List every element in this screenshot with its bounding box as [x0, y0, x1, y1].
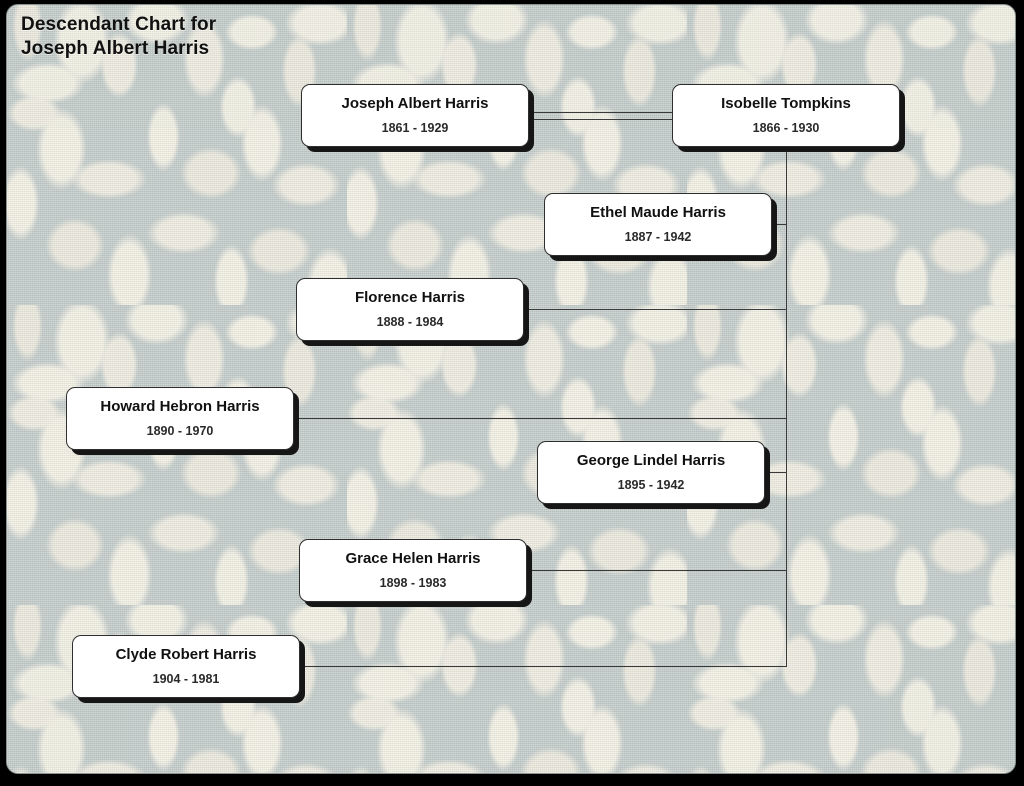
person-box-clyde-robert-harris[interactable]: Clyde Robert Harris 1904 - 1981	[72, 635, 300, 698]
chart-frame: Descendant Chart for Joseph Albert Harri…	[6, 4, 1016, 774]
chart-title: Descendant Chart for Joseph Albert Harri…	[21, 14, 217, 60]
person-box-george-lindel-harris[interactable]: George Lindel Harris 1895 - 1942	[537, 441, 765, 504]
person-name: George Lindel Harris	[576, 451, 726, 469]
person-box-florence-harris[interactable]: Florence Harris 1888 - 1984	[296, 278, 524, 341]
person-name: Florence Harris	[354, 288, 466, 306]
person-dates: 1861 - 1929	[381, 120, 449, 135]
person-dates: 1895 - 1942	[617, 477, 685, 492]
person-name: Ethel Maude Harris	[590, 203, 726, 221]
person-name: Grace Helen Harris	[345, 549, 481, 567]
person-box-ethel-maude-harris[interactable]: Ethel Maude Harris 1887 - 1942	[544, 193, 772, 256]
person-box-howard-hebron-harris[interactable]: Howard Hebron Harris 1890 - 1970	[66, 387, 294, 450]
person-dates: 1866 - 1930	[752, 120, 820, 135]
person-dates: 1904 - 1981	[152, 671, 220, 686]
person-name: Isobelle Tompkins	[721, 94, 851, 112]
person-dates: 1887 - 1942	[624, 229, 692, 244]
person-name: Howard Hebron Harris	[100, 397, 260, 415]
person-dates: 1888 - 1984	[376, 314, 444, 329]
person-dates: 1898 - 1983	[379, 575, 447, 590]
person-name: Clyde Robert Harris	[115, 645, 257, 663]
person-name: Joseph Albert Harris	[341, 94, 489, 112]
person-dates: 1890 - 1970	[146, 423, 214, 438]
person-box-isobelle-tompkins[interactable]: Isobelle Tompkins 1866 - 1930	[672, 84, 900, 147]
person-box-joseph-albert-harris[interactable]: Joseph Albert Harris 1861 - 1929	[301, 84, 529, 147]
person-box-grace-helen-harris[interactable]: Grace Helen Harris 1898 - 1983	[299, 539, 527, 602]
